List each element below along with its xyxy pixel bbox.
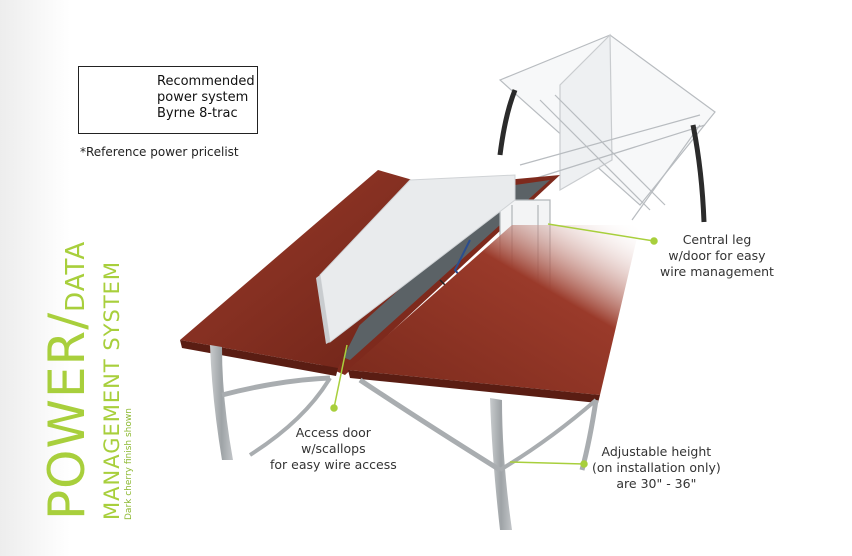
vertical-heading: POWER/DATA MANAGEMENT SYSTEM Dark cherry…: [38, 40, 135, 520]
privacy-screen: [319, 174, 516, 343]
callout-line: Access door: [295, 425, 371, 440]
callout-line: (on installation only): [592, 460, 721, 475]
desktop-right: [348, 225, 640, 395]
callout-line: w/door for easy: [668, 248, 766, 263]
callout-access-door: Access door w/scallops for easy wire acc…: [270, 425, 397, 473]
callout-line: Central leg: [682, 232, 752, 247]
reference-note: *Reference power pricelist: [80, 145, 239, 159]
reference-box: Recommended power system Byrne 8-trac: [78, 66, 258, 134]
front-legs: [210, 345, 599, 530]
desktop-left: [180, 170, 430, 368]
heading-title: POWER/DATA: [38, 40, 101, 520]
callout-central-leg: Central leg w/door for easy wire managem…: [660, 232, 774, 280]
heading-data: DATA: [61, 240, 91, 312]
heading-power: POWER: [38, 329, 96, 520]
callout-line: w/scallops: [301, 441, 366, 456]
callout-adjustable-height: Adjustable height (on installation only)…: [592, 444, 721, 492]
callout-line: wire management: [660, 264, 774, 279]
reference-line-2: power system: [157, 90, 249, 105]
callout-line: for easy wire access: [270, 457, 397, 472]
reference-line-1: Recommended: [157, 74, 255, 89]
heading-slash: /: [38, 311, 96, 330]
back-leg-left: [497, 89, 518, 156]
back-leg-right: [690, 124, 707, 223]
reference-line-3: Byrne 8-trac: [157, 106, 238, 121]
finish-note: Dark cherry finish shown: [124, 408, 134, 520]
callout-line: Adjustable height: [601, 444, 712, 459]
wireframe-table: [498, 33, 716, 221]
callout-line: are 30" - 36": [616, 476, 697, 491]
callout-leaders: [330, 223, 658, 468]
reference-text: Recommended power system Byrne 8-trac: [157, 74, 255, 122]
heading-subtitle: MANAGEMENT SYSTEM: [100, 260, 124, 520]
